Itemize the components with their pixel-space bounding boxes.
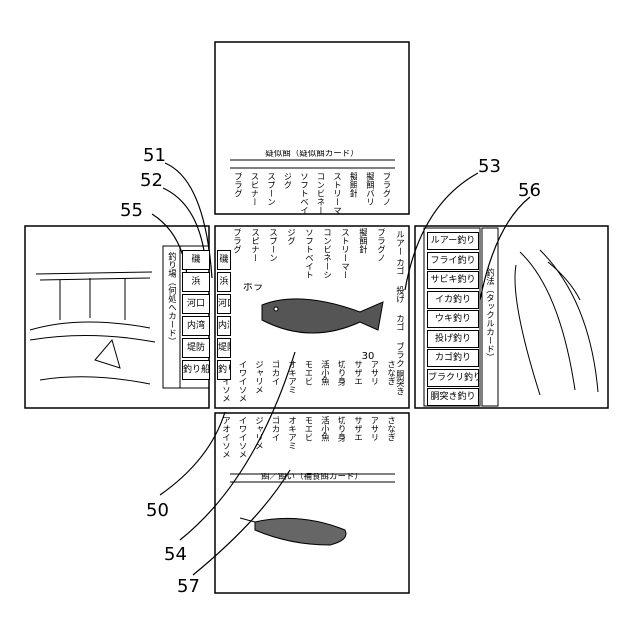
- left-card-item: 浜: [182, 272, 210, 292]
- center-right-label: 胴突き: [395, 370, 404, 396]
- bottom-card-item: 活小魚: [320, 416, 329, 472]
- bottom-card-item: さなぎ: [386, 416, 395, 472]
- right-card-item: イカ釣り: [427, 291, 479, 309]
- center-top-item: ソフトベイト: [304, 228, 313, 278]
- bottom-card-header: 餌／餌い（補食餌カード）: [232, 473, 392, 482]
- left-card-item: 内湾: [182, 316, 210, 336]
- bottom-card-item: サザエ: [353, 416, 362, 472]
- center-left-item: 磯: [217, 250, 231, 270]
- center-top-item: ジグ: [286, 228, 295, 278]
- bottom-card-item: モエビ: [304, 416, 313, 472]
- bottom-card-item: 切り身: [337, 416, 346, 472]
- right-card-item: ウキ釣り: [427, 310, 479, 328]
- bottom-card-item: アサリ: [370, 416, 379, 472]
- top-card-item: ジグ: [283, 172, 292, 214]
- center-right-label: カゴ: [395, 258, 404, 284]
- center-top-item: コンビネーション: [322, 228, 331, 278]
- center-left-item: 河口: [217, 294, 231, 314]
- center-bottom-item: ジャリメ: [254, 360, 263, 406]
- right-card-item: サビキ釣り: [427, 271, 479, 289]
- left-card-item: 釣り船: [182, 360, 210, 380]
- top-card-item: スプーン: [266, 172, 275, 214]
- bottom-card-item: オキアミ: [287, 416, 296, 472]
- left-card-item: 堤防: [182, 338, 210, 358]
- right-card-item: フライ釣り: [427, 252, 479, 270]
- center-top-item: スプーン: [268, 228, 277, 278]
- center-top-item: ストリーマー: [340, 228, 349, 278]
- right-card-item: カゴ釣り: [427, 349, 479, 367]
- center-bottom-item: サザエ: [353, 360, 362, 406]
- left-card-header: 釣り場（何処へカード）: [167, 252, 176, 382]
- center-right-label: カゴ: [395, 314, 404, 340]
- center-top-item: プラグ: [232, 228, 241, 278]
- center-bottom-item: さなぎ: [386, 360, 395, 406]
- right-card-item: 胴突き釣り: [427, 388, 479, 406]
- right-card-item: ブラクリ釣り: [427, 369, 479, 387]
- center-bottom-item: 切り身: [337, 360, 346, 406]
- bottom-card-item: イワイソメ: [238, 416, 247, 472]
- center-right-label: ブラクリ: [395, 342, 404, 368]
- top-card-item: コンビネーション: [316, 172, 325, 214]
- center-top-item: プラグノ: [376, 228, 385, 278]
- center-bottom-item: アサリ: [370, 360, 379, 406]
- top-card-item: 擬餌針: [349, 172, 358, 214]
- center-bottom-item: 活小魚: [320, 360, 329, 406]
- center-bottom-item: イワイソメ: [238, 360, 247, 406]
- top-card-item: プラグ: [233, 172, 242, 214]
- top-card-item: プラグノ: [382, 172, 391, 214]
- center-bottom-item: ゴカイ: [271, 360, 280, 406]
- center-fish-label: ボラ: [238, 283, 268, 293]
- top-card-item: 擬餌バリ: [365, 172, 374, 214]
- center-left-item: 浜: [217, 272, 231, 292]
- left-card-item: 磯: [182, 250, 210, 270]
- center-top-item: スピナー: [250, 228, 259, 278]
- top-card-item: スピナー: [250, 172, 259, 214]
- center-bottom-item: オキアミ: [287, 360, 296, 406]
- top-card-item: ソフトベイト: [299, 172, 308, 214]
- left-card-item: 河口: [182, 294, 210, 314]
- center-top-item: 擬餌針: [358, 228, 367, 278]
- top-card-header: 疑似餌（疑似餌カード）: [232, 150, 392, 159]
- center-bottom-item: モエビ: [304, 360, 313, 406]
- bottom-card-item: ゴカイ: [271, 416, 280, 472]
- top-card-item: ストリーマー: [332, 172, 341, 214]
- center-right-label: 投げ: [395, 286, 404, 312]
- bottom-card-item: アオイソメ: [221, 416, 230, 472]
- right-card-item: 投げ釣り: [427, 330, 479, 348]
- center-right-label: ルアー・フライ・サビキ: [395, 230, 404, 256]
- center-left-item: 釣り船: [217, 360, 231, 380]
- center-left-item: 内湾: [217, 316, 231, 336]
- right-card-item: ルアー釣り: [427, 232, 479, 250]
- center-left-item: 堤防: [217, 338, 231, 358]
- bottom-card-item: ジャリメ: [254, 416, 263, 472]
- right-card-header: 釣法（タックルカード）: [485, 268, 494, 378]
